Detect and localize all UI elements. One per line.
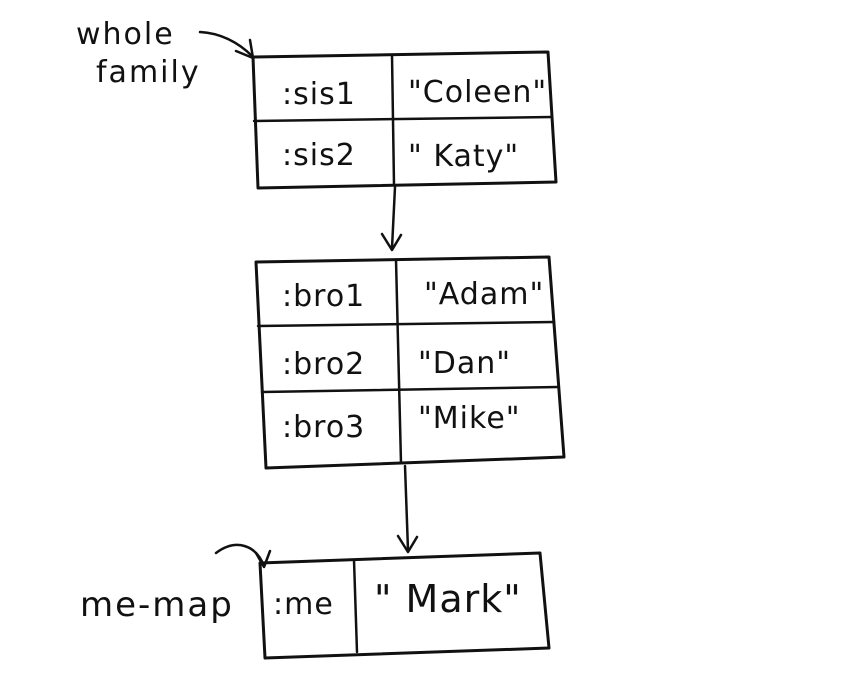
map-me-border <box>258 551 551 660</box>
key-bro2: :bro2 <box>282 347 365 382</box>
value-katy: " Katy" <box>408 139 519 174</box>
value-coleen: "Coleen" <box>408 75 547 110</box>
map-whole-family-border <box>251 50 558 190</box>
annotation-me-map-label: me-map <box>80 585 234 625</box>
map-whole-family: :sis1 "Coleen" :sis2 " Katy" <box>251 50 558 190</box>
map-whole-family-col-divider <box>390 53 396 187</box>
key-bro1: :bro1 <box>282 279 365 314</box>
map-brothers-border <box>254 255 566 470</box>
annotation-whole-family-line2: family <box>96 55 201 90</box>
arrow-whole-family-to-brothers <box>380 185 403 252</box>
key-sis1: :sis1 <box>282 77 356 112</box>
map-whole-family-row-divider <box>252 115 554 123</box>
map-brothers-col-divider <box>394 258 403 465</box>
map-me: :me " Mark" <box>258 551 551 660</box>
value-mike: "Mike" <box>418 401 521 436</box>
annotation-me-map: me-map <box>80 543 272 625</box>
key-sis2: :sis2 <box>282 138 356 173</box>
map-brothers-row-divider-2 <box>260 385 560 394</box>
arrow-brothers-to-me-map <box>396 464 419 554</box>
map-me-col-divider <box>352 558 359 654</box>
map-brothers: :bro1 "Adam" :bro2 "Dan" :bro3 "Mike" <box>254 255 566 470</box>
value-dan: "Dan" <box>418 346 511 381</box>
map-brothers-row-divider-1 <box>256 320 556 328</box>
key-bro3: :bro3 <box>282 410 365 445</box>
value-adam: "Adam" <box>424 277 544 312</box>
key-me: :me <box>273 587 334 622</box>
value-mark: " Mark" <box>374 577 522 621</box>
annotation-whole-family: whole family <box>76 17 255 90</box>
annotation-whole-family-arrow <box>198 30 254 58</box>
annotation-whole-family-line1: whole <box>76 17 175 52</box>
